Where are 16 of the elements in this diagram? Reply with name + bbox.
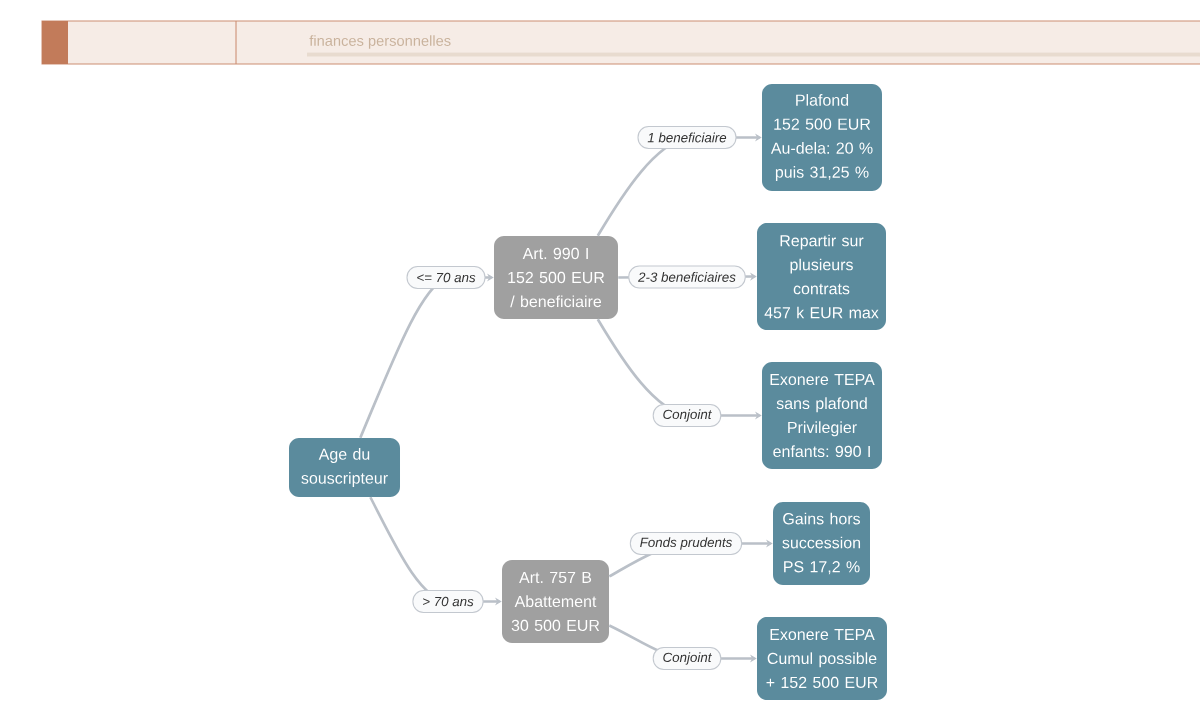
- rounded-box: Repartir sur plusieurs contrats 457 k EUR max: [757, 223, 886, 330]
- edge-label: > 70 ans: [412, 589, 484, 614]
- edge-label: Conjoint: [652, 403, 722, 428]
- edge-label: Fonds prudents: [629, 531, 743, 556]
- edge-label: Conjoint: [652, 646, 722, 671]
- subtitle: finances personnelles: [309, 35, 451, 49]
- rounded-box: Age du souscripteur: [289, 438, 400, 497]
- rounded-box: Exonere TEPA Cumul possible + 152 500 EUR: [757, 617, 887, 700]
- rounded-box: Art. 757 B Abattement 30 500 EUR: [502, 560, 609, 643]
- edge-label: 1 beneficiaire: [637, 125, 737, 150]
- rounded-box: Gains hors succession PS 17,2 %: [773, 502, 870, 585]
- rounded-box: Exonere TEPA sans plafond Privilegier enfants: 990 I: [762, 362, 882, 469]
- edge-label: <= 70 ans: [406, 265, 486, 290]
- edge-label: 2-3 beneficiaires: [628, 265, 746, 289]
- rounded-box: Plafond 152 500 EUR Au-dela: 20 % puis 31,25 %: [762, 84, 882, 191]
- rounded-box: Art. 990 I 152 500 EUR / beneficiaire: [494, 236, 618, 319]
